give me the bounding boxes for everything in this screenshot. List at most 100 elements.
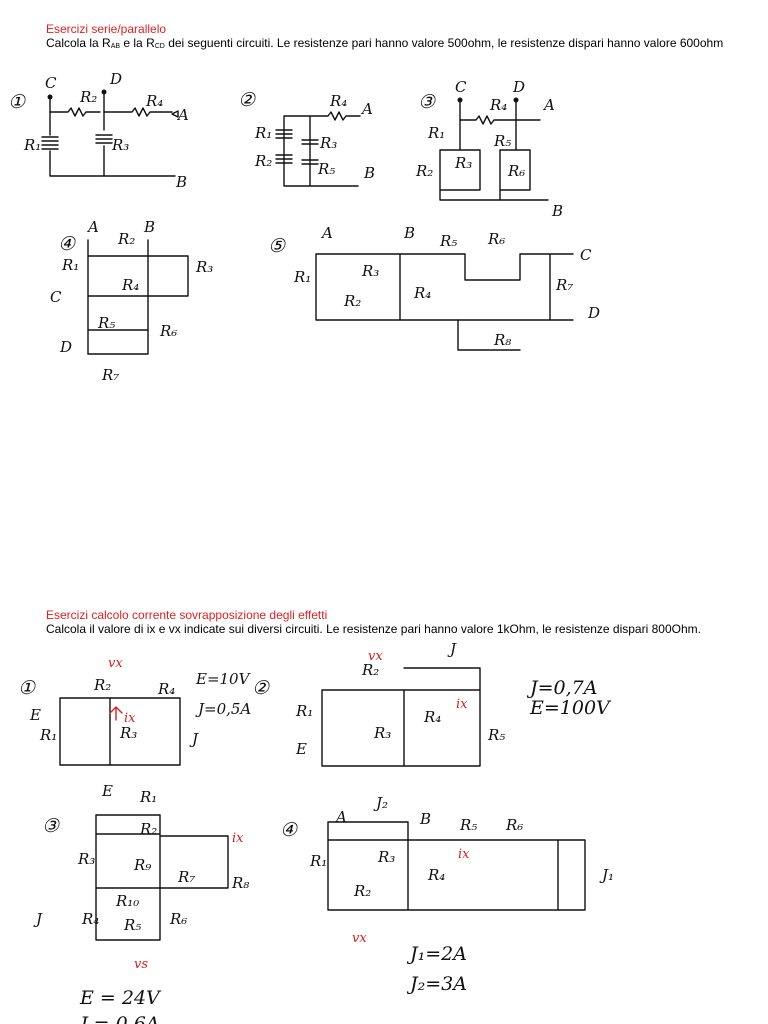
sp-c3-r4: R₄ xyxy=(489,96,507,114)
sov-c2-e: E xyxy=(295,740,307,758)
sov-c3-vs: vs xyxy=(134,957,148,972)
sp-c2-label-b: B xyxy=(363,164,375,182)
sp-c4-label-d: D xyxy=(59,338,72,356)
sov-c4-vx: vx xyxy=(352,931,367,946)
sp-c3-label-a: A xyxy=(542,96,555,114)
sov-c1-r1: R₁ xyxy=(39,726,57,744)
sov-circuit-3-number: ③ xyxy=(42,815,60,837)
sov-c1-r4: R₄ xyxy=(157,680,175,698)
sov-c3-r3: R₃ xyxy=(77,850,95,868)
sov-circuit-4-number: ④ xyxy=(280,819,298,841)
sp-c2-r2: R₂ xyxy=(254,152,272,170)
sp-c5-label-d: D xyxy=(587,304,600,322)
sp-circuit-1-number: ① xyxy=(8,91,26,113)
sp-c5-r7: R₇ xyxy=(555,276,573,294)
section-sovrapposizione: Esercizi calcolo corrente sovrapposizion… xyxy=(46,608,746,636)
sp-c1-label-c: C xyxy=(45,74,57,92)
sov-c1-r2: R₂ xyxy=(93,676,111,694)
sp-c3-r3: R₃ xyxy=(454,154,472,172)
sov-c4-j2: J₂ xyxy=(373,794,388,812)
sp-c2-label-a: A xyxy=(360,100,373,118)
sov-c2-ix: ix xyxy=(456,697,468,712)
sp-circuit-1: ① C D R₂ R₄ A R₁ R₃ B xyxy=(8,70,189,191)
sp-circuit-3-number: ③ xyxy=(418,91,436,113)
sp-c1-label-b: B xyxy=(175,173,187,191)
sp-c3-label-b: B xyxy=(551,202,563,220)
sov-c4-r4: R₄ xyxy=(427,866,445,884)
sp-c5-r6: R₆ xyxy=(487,230,505,248)
sp-c2-r1: R₁ xyxy=(254,124,272,142)
section-instructions-serie-parallelo: Calcola la RAB e la RCD dei seguenti cir… xyxy=(46,36,746,54)
sp-c4-label-c: C xyxy=(50,288,62,306)
sp-c1-r2: R₂ xyxy=(79,88,97,106)
sp-c5-r3: R₃ xyxy=(361,262,379,280)
sp-c2-r3: R₃ xyxy=(319,134,337,152)
sov-circuit-1-number: ① xyxy=(18,677,36,699)
sov-circuit-4: ④ A J₂ B R₅ R₆ ix R₃ R₁ R₄ J₁ R₂ vx J₁=2… xyxy=(280,794,614,995)
subscript-cd: CD xyxy=(154,43,165,50)
sp-circuit-2: ② R₄ A R₁ R₂ R₃ R₅ B xyxy=(238,89,375,187)
sp-c1-label-d: D xyxy=(109,70,122,88)
sov-c3-e-value: E = 24V xyxy=(79,987,162,1009)
sov-c2-j: J xyxy=(447,640,457,658)
sp-circuit-2-number: ② xyxy=(238,89,256,111)
sov-c2-r5: R₅ xyxy=(487,726,505,744)
sov-c3-r10: R₁₀ xyxy=(115,892,139,910)
sov-c3-r2: R₂ xyxy=(139,820,157,838)
sov-c1-j: J xyxy=(189,730,199,748)
sov-c2-r3: R₃ xyxy=(373,724,391,742)
section-instructions-sovrapposizione: Calcola il valore di ix e vx indicate su… xyxy=(46,622,701,636)
sov-c4-r1: R₁ xyxy=(309,852,327,870)
sp-c5-label-a: A xyxy=(320,224,333,242)
sp-c3-label-d: D xyxy=(512,78,525,96)
sp-c3-r5: R₅ xyxy=(493,132,511,150)
sov-c3-r4: R₄ xyxy=(81,910,99,928)
sov-c4-r2: R₂ xyxy=(353,882,371,900)
sp-c4-label-a: A xyxy=(86,218,99,236)
sp-c4-r3: R₃ xyxy=(195,258,213,276)
sov-c2-r1: R₁ xyxy=(295,702,313,720)
sov-c1-e-value: E=10V xyxy=(195,670,252,688)
sov-circuit-1: ① vx R₂ R₄ ix E R₁ R₃ J E=10V J=0,5A xyxy=(18,656,252,766)
subscript-ab: AB xyxy=(110,43,121,50)
sp-c2-r5: R₅ xyxy=(317,160,335,178)
sov-c2-j-value: J=0,7A xyxy=(526,677,597,699)
sov-c3-r8: R₈ xyxy=(231,874,249,892)
sp-c4-r6: R₆ xyxy=(159,322,177,340)
sp-c3-r2: R₂ xyxy=(415,162,433,180)
sov-c4-r5: R₅ xyxy=(459,816,477,834)
sp-circuit-5-number: ⑤ xyxy=(268,235,286,257)
sov-c3-e: E xyxy=(101,782,113,800)
sov-c2-r4: R₄ xyxy=(423,708,441,726)
sp-c1-r4: R₄ xyxy=(145,92,163,110)
sov-c4-j1: J₁ xyxy=(599,866,614,884)
sp-c3-r1: R₁ xyxy=(427,124,445,142)
sov-c1-j-value: J=0,5A xyxy=(195,700,251,718)
sov-c4-r6: R₆ xyxy=(505,816,523,834)
sp-circuit-4-number: ④ xyxy=(58,233,76,255)
sp-c4-r1: R₁ xyxy=(61,256,79,274)
sp-c4-r7: R₇ xyxy=(101,366,119,384)
sov-c2-vx: vx xyxy=(368,649,383,664)
instructions-part-c: dei seguenti circuiti. Le resistenze par… xyxy=(164,36,724,50)
sov-c3-r6: R₆ xyxy=(169,910,187,928)
sov-circuit-2: ② vx J R₂ R₁ R₄ ix R₅ R₃ E J=0,7A E=100V xyxy=(252,640,612,767)
sp-circuit-5: ⑤ A B R₅ R₆ C R₁ R₃ R₄ R₇ R₂ D R₈ xyxy=(268,224,600,351)
sp-c4-r5: R₅ xyxy=(97,314,115,332)
sp-c1-r1: R₁ xyxy=(23,136,41,154)
sov-c4-ix: ix xyxy=(458,847,470,862)
sp-c4-r4: R₄ xyxy=(121,276,139,294)
sov-c4-label-b: B xyxy=(419,810,431,828)
sp-c2-r4: R₄ xyxy=(329,92,347,110)
sov-c4-j2-value: J₂=3A xyxy=(406,973,467,995)
sov-c3-r5: R₅ xyxy=(123,916,141,934)
instructions-part-a: Calcola la R xyxy=(46,36,111,50)
sov-c3-r7: R₇ xyxy=(177,868,195,886)
sov-c3-j-value: J = 0,6A xyxy=(76,1013,160,1024)
sov-c1-ix: ix xyxy=(124,711,136,726)
section-serie-parallelo: Esercizi serie/parallelo Calcola la RAB … xyxy=(46,22,746,54)
sp-circuit-4: ④ A B R₂ R₃ R₁ R₄ C R₅ R₆ D R₇ xyxy=(50,218,213,384)
sov-c1-vx: vx xyxy=(108,656,123,671)
sov-c1-e: E xyxy=(29,706,41,724)
sp-c5-r5: R₅ xyxy=(439,232,457,250)
